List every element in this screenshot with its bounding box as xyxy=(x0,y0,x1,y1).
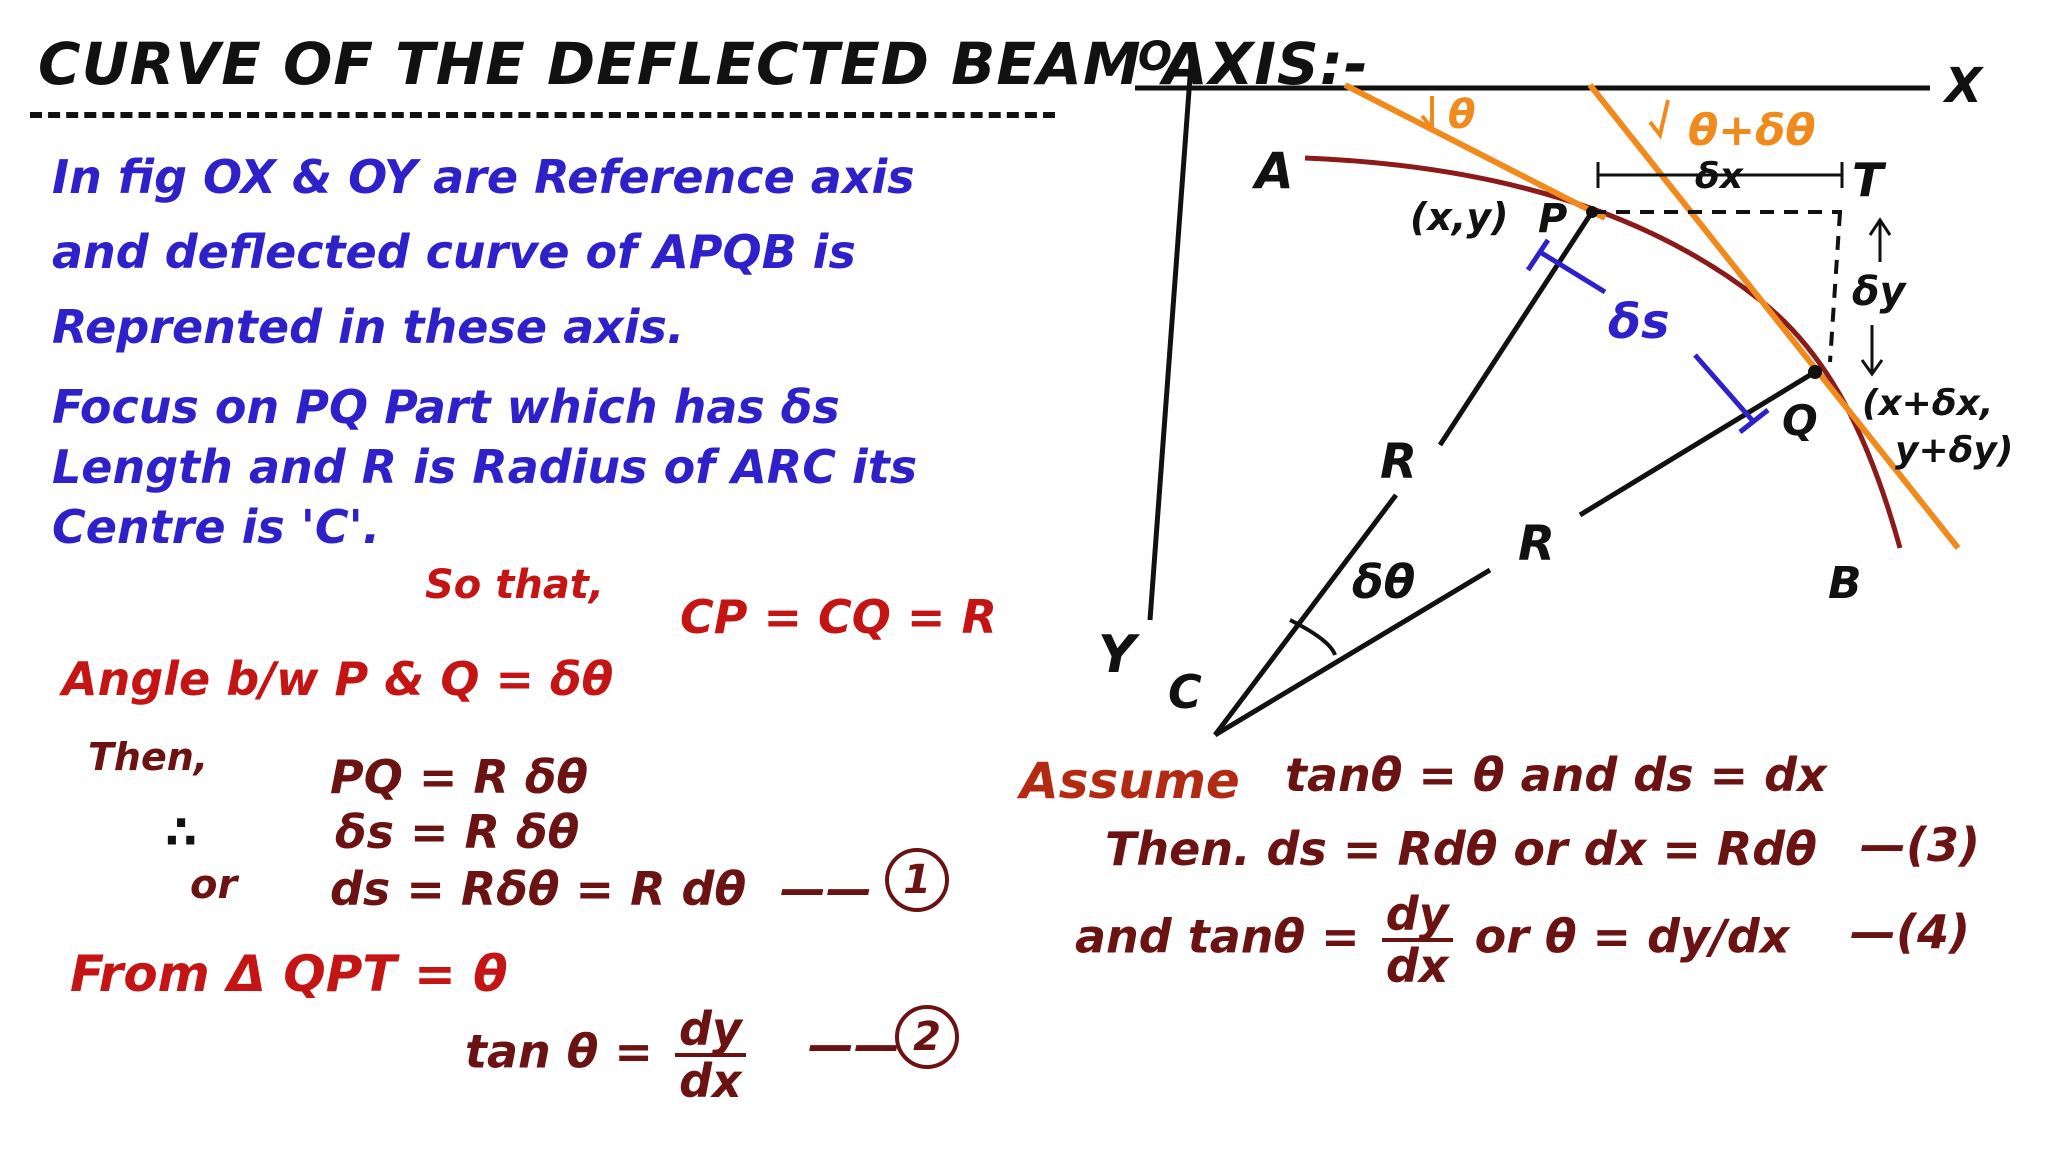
from-triangle-text: From Δ QPT = θ xyxy=(70,945,508,1003)
theta-arrow xyxy=(1420,96,1434,134)
ds-marker-upper xyxy=(1538,249,1607,295)
intro-line-4: Focus on PQ Part which has δs xyxy=(52,380,840,434)
label-p: P xyxy=(1538,196,1567,242)
equation-1-number: 1 xyxy=(885,848,949,912)
equation-1: ds = Rδθ = R dθ xyxy=(330,862,747,916)
equation-2-fraction: dy dx xyxy=(674,1005,746,1108)
label-dtheta: δθ xyxy=(1352,555,1415,609)
label-r1: R xyxy=(1380,434,1417,490)
intro-line-3: Reprented in these axis. xyxy=(52,300,685,354)
equation-2-numerator: dy xyxy=(674,1005,746,1057)
equation-4: and tanθ = dy dx or θ = dy/dx xyxy=(1075,890,1789,990)
label-q-coord-1: (x+δx, xyxy=(1862,383,1993,424)
equation-4-or: or xyxy=(1474,909,1529,964)
label-o: O xyxy=(1138,34,1172,80)
dy-arrow-bottom-head xyxy=(1860,359,1884,377)
intro-line-1: In fig OX & OY are Reference axis xyxy=(52,150,915,204)
angle-arc xyxy=(1289,618,1337,656)
assume-equation: tanθ = θ and ds = dx xyxy=(1285,748,1827,802)
label-t: T xyxy=(1852,153,1887,207)
y-axis xyxy=(1147,49,1195,621)
radius-cq-lower xyxy=(1213,567,1492,738)
label-r2: R xyxy=(1518,516,1555,572)
point-p-dot xyxy=(1586,206,1598,218)
equation-4-tag: —(4) xyxy=(1850,905,1971,959)
intro-line-6: Centre is 'C'. xyxy=(52,500,381,554)
intro-line-5: Length and R is Radius of ARC its xyxy=(52,440,918,494)
then-equation-3: Then. ds = Rdθ or dx = Rdθ xyxy=(1105,822,1817,876)
ds-equation: δs = R δθ xyxy=(335,805,580,859)
then-label: Then, xyxy=(88,735,209,779)
tangent-at-p xyxy=(1343,82,1607,221)
equation-2-denominator: dx xyxy=(679,1054,742,1108)
equation-4-lhs: and tanθ = xyxy=(1075,909,1360,964)
equation-2-lhs: tan θ = xyxy=(465,1024,653,1079)
title-underline xyxy=(30,112,1055,118)
theta-dtheta-arrow xyxy=(1648,99,1670,140)
equation-2-dash: —— xyxy=(808,1018,900,1072)
label-theta: θ xyxy=(1448,92,1475,138)
so-that-text: So that, xyxy=(425,562,605,608)
ds-marker-lower xyxy=(1693,353,1754,422)
tangent-at-q xyxy=(1587,83,1961,550)
label-dx: δx xyxy=(1695,156,1745,197)
equation-4-numerator: dy xyxy=(1381,890,1453,942)
radius-cp-upper xyxy=(1437,210,1595,447)
label-c: C xyxy=(1168,665,1202,719)
angle-equation: Angle b/w P & Q = δθ xyxy=(62,652,614,706)
equation-4-denominator: dx xyxy=(1385,939,1449,993)
label-y: Y xyxy=(1098,625,1141,685)
assume-word: Assume xyxy=(1020,752,1240,810)
dy-arrow-top-head xyxy=(1868,217,1892,236)
pq-equation: PQ = R δθ xyxy=(330,750,589,804)
deflected-curve xyxy=(1304,155,1903,549)
equation-2-number: 2 xyxy=(895,1005,959,1069)
ds-marker-lower-tick xyxy=(1738,408,1770,434)
equation-4-fraction: dy dx xyxy=(1381,890,1453,993)
point-q-dot xyxy=(1808,365,1822,379)
label-dy: δy xyxy=(1852,269,1907,315)
label-a: A xyxy=(1251,142,1294,200)
ds-marker-upper-tick xyxy=(1525,238,1551,272)
equation-1-dash: —— xyxy=(780,862,872,916)
radius-cp-lower xyxy=(1213,493,1398,737)
equation-4-rhs: θ = dy/dx xyxy=(1544,909,1790,964)
label-q: Q xyxy=(1782,396,1818,445)
label-ds: δs xyxy=(1608,294,1670,350)
therefore-symbol: ∴ xyxy=(165,805,198,859)
label-q-coord-2: y+δy) xyxy=(1895,430,2013,471)
or-label: or xyxy=(190,862,238,908)
label-b: B xyxy=(1828,558,1862,609)
label-p-coord: (x,y) xyxy=(1410,195,1508,239)
radius-cq-upper xyxy=(1578,369,1817,518)
cp-cq-equation: CP = CQ = R xyxy=(680,590,997,644)
equation-2: tan θ = dy dx xyxy=(465,1005,752,1105)
label-x: X xyxy=(1942,58,1984,114)
dashed-vertical xyxy=(1828,211,1842,363)
equation-3-tag: —(3) xyxy=(1860,818,1981,872)
intro-line-2: and deflected curve of APQB is xyxy=(52,225,856,279)
label-theta-dtheta: θ+δθ xyxy=(1688,105,1816,156)
